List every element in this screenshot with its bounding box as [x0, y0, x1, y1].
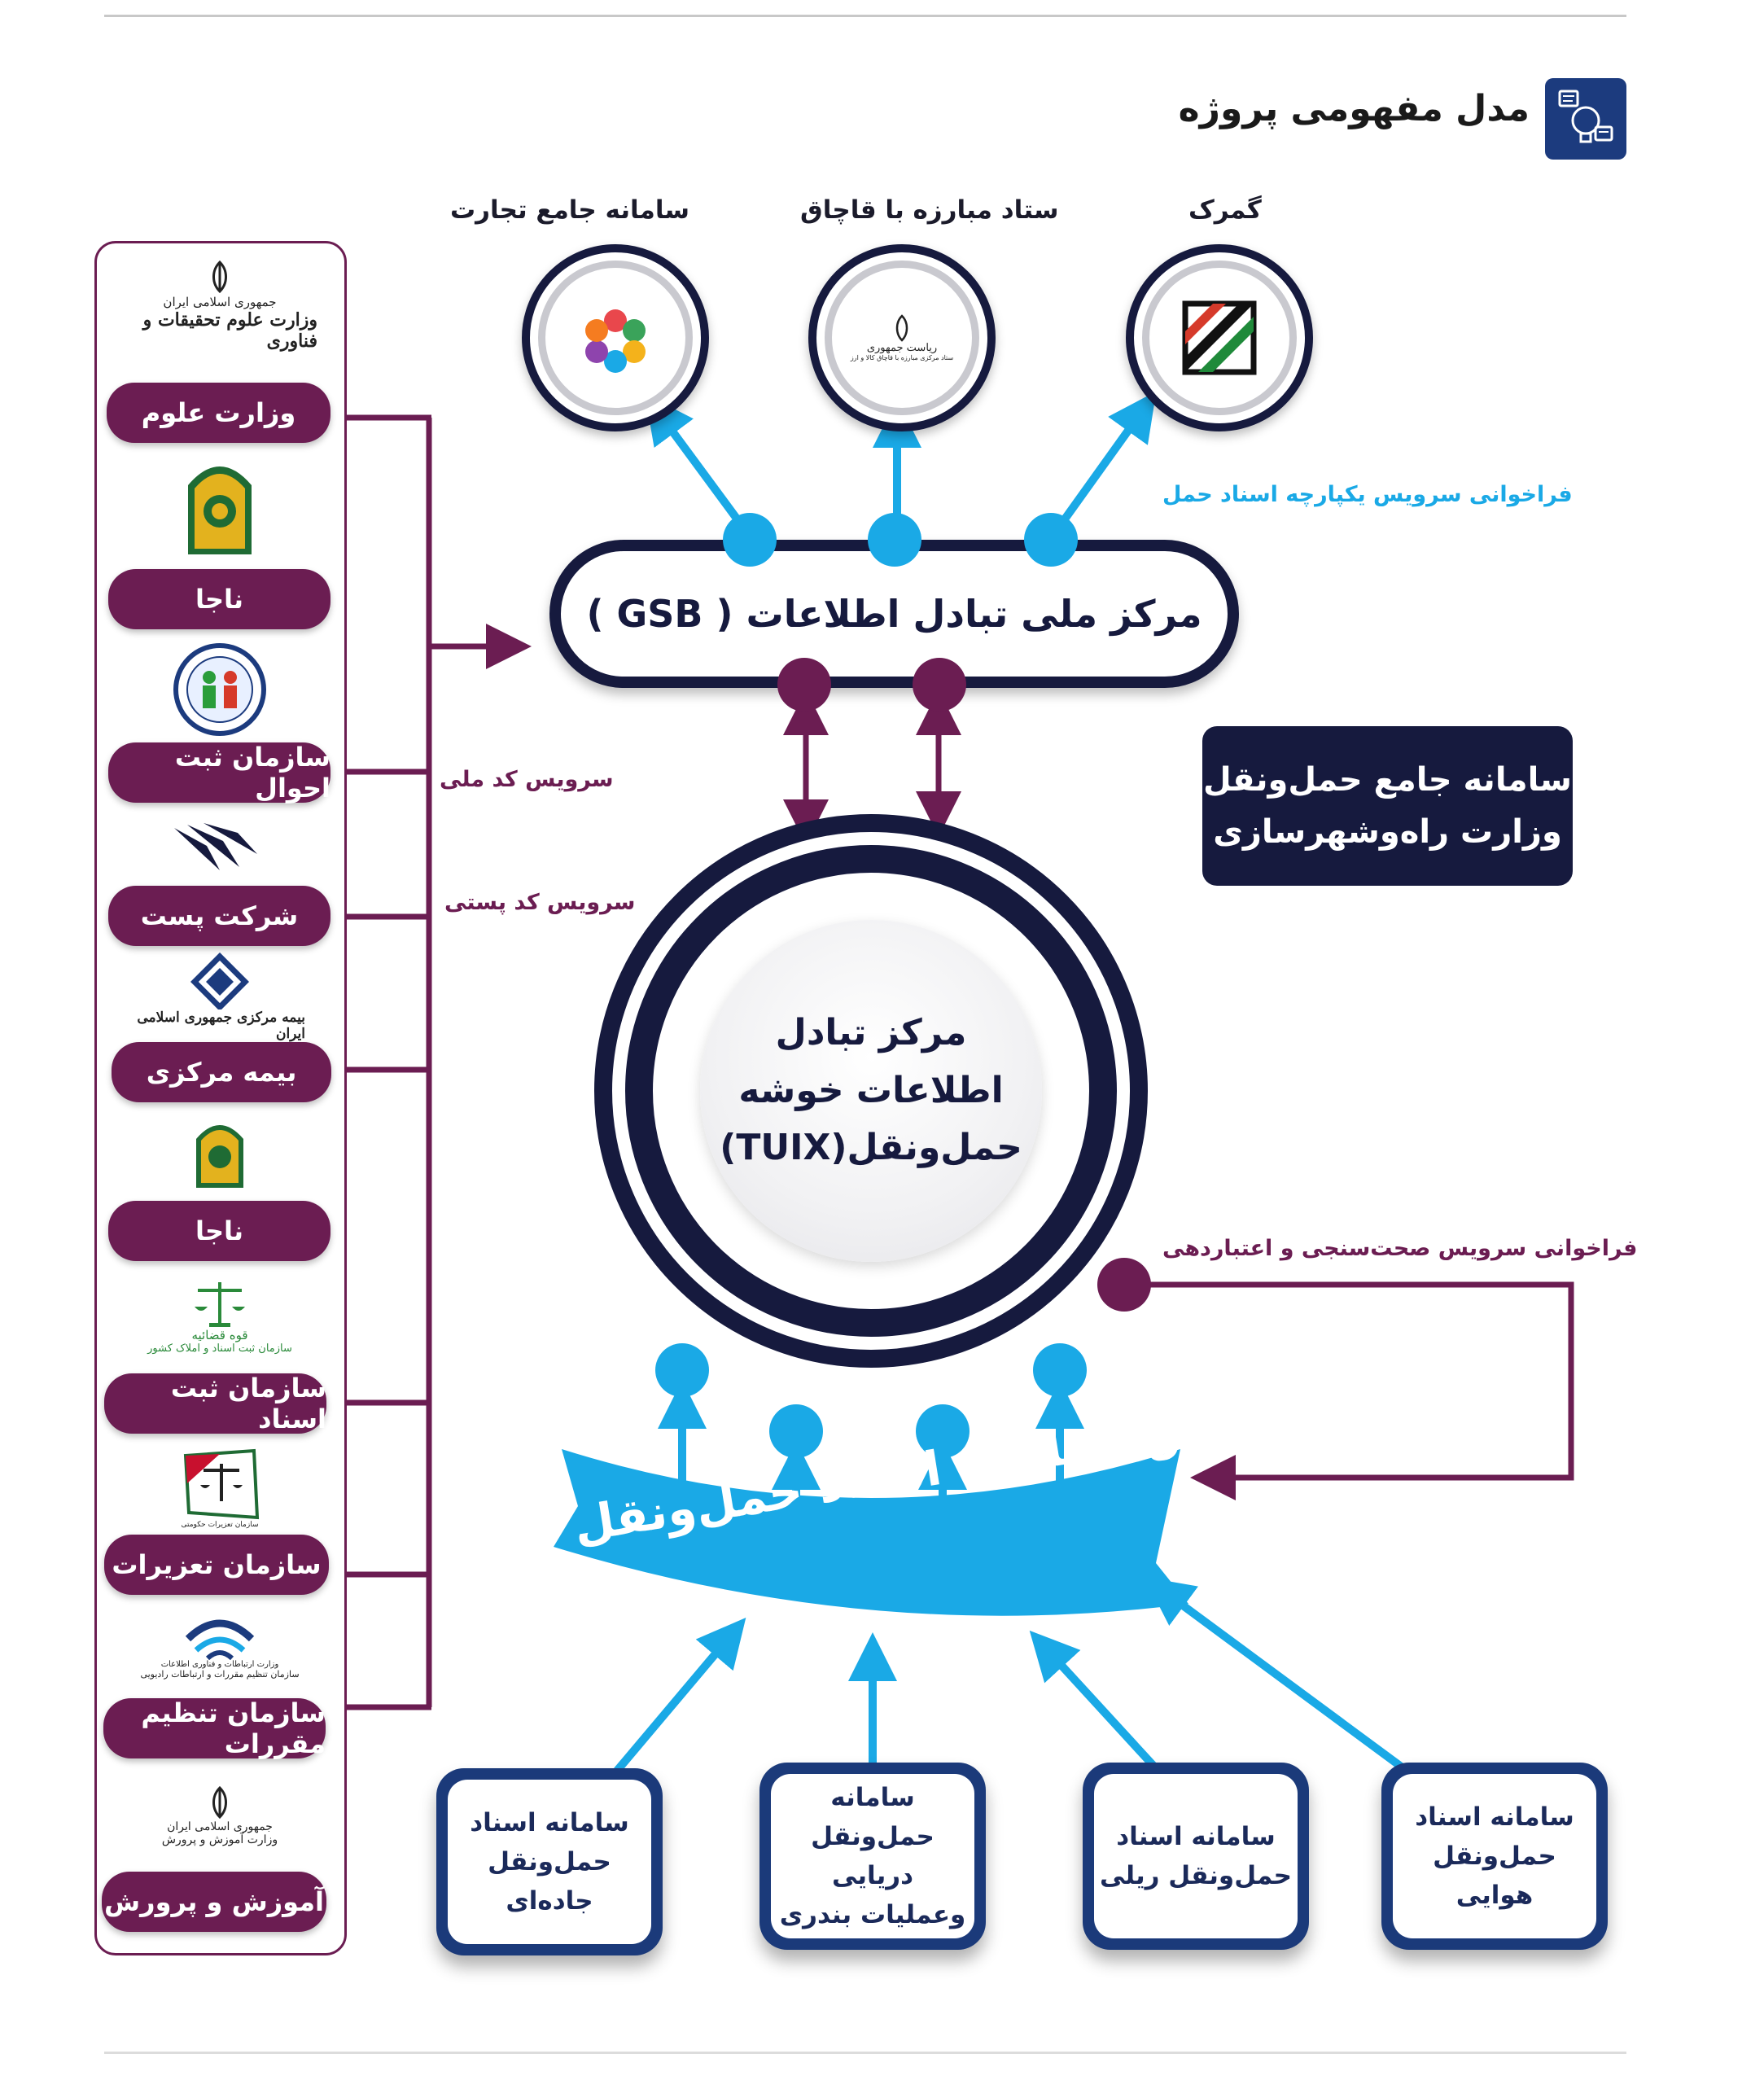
connector-dot: [777, 658, 831, 712]
sidebar-item-central-insurance[interactable]: بیمه مرکزی: [112, 1042, 331, 1102]
connector-dot: [913, 658, 966, 712]
trade-system-logo[interactable]: [522, 244, 709, 431]
sidebar-logo-9: وزارت ارتباطات و فناوری اطلاعات سازمان ت…: [134, 1602, 305, 1692]
scales-icon: [195, 1281, 245, 1327]
civil-registration-icon: [173, 643, 266, 736]
validation-call-label: فراخوانی سرویس صحت‌سنجی و اعتباردهی: [1162, 1236, 1638, 1261]
tuix-line-2: اطلاعات خوشه: [738, 1069, 1004, 1111]
box-line: حمل‌ونقل دریایی: [811, 1821, 935, 1890]
sidebar-item-science[interactable]: وزارت علوم: [107, 383, 330, 443]
maritime-transport-system[interactable]: سامانه حمل‌ونقل دریایی وعملیات بندری: [759, 1763, 986, 1950]
logo-ring: ریاست جمهوری ستاد مرکزی مبارزه با قاچاق …: [825, 261, 979, 415]
insurance-icon: [190, 953, 249, 1009]
sidebar-item-naja[interactable]: ناجا: [108, 569, 330, 629]
sidebar-logo-5: بیمه مرکزی جمهوری اسلامی ایران: [134, 953, 305, 1042]
page-title: مدل مفهومی پروژه: [1178, 88, 1530, 129]
sidebar-item-civil-registration[interactable]: سازمان ثبت احوال: [108, 742, 330, 804]
ministry-box[interactable]: سامانه جامع حمل‌ونقل وزارت راه‌وشهرسازی: [1202, 726, 1573, 886]
air-transport-system[interactable]: سامانه اسناد حمل‌ونقل هوایی: [1381, 1763, 1608, 1950]
emblem-icon: [212, 260, 227, 294]
logo-caption: وزارت آموزش و پرورش: [161, 1833, 278, 1846]
top-entity-label: گمرک: [1188, 195, 1262, 225]
customs-icon: [1182, 300, 1257, 375]
sidebar-logo-10: جمهوری اسلامی ایران وزارت آموزش و پرورش: [134, 1767, 305, 1864]
banner-shape: [554, 1449, 1188, 1616]
box-line: حمل‌ونقل ریلی: [1100, 1861, 1292, 1890]
police-badge-icon: [196, 1125, 243, 1188]
emblem-icon: [212, 1785, 227, 1820]
top-entity-label: سامانه جامع تجارت: [450, 195, 689, 225]
logo-caption: بیمه مرکزی جمهوری اسلامی ایران: [137, 1009, 305, 1042]
logo-caption: وزارت علوم تحقیقات و فناوری: [142, 309, 317, 352]
regulatory-icon: [185, 1619, 255, 1660]
logo-caption: جمهوری اسلامی ایران: [163, 295, 277, 309]
sidebar-logo-8: سازمان تعزیرات حکومتی: [175, 1447, 265, 1529]
tazirat-scales-icon: [183, 1448, 260, 1520]
logo-caption: سازمان تنظیم مقررات و ارتباطات رادیویی: [140, 1669, 300, 1680]
logo-caption: سازمان ثبت اسناد و املاک کشور: [147, 1342, 292, 1355]
box-inner: سامانه حمل‌ونقل دریایی وعملیات بندری: [771, 1774, 974, 1938]
customs-logo[interactable]: [1126, 244, 1313, 431]
road-transport-system[interactable]: سامانه اسناد حمل‌ونقل جاده‌ای: [436, 1768, 663, 1955]
sidebar-item-education[interactable]: آموزش و پرورش: [102, 1872, 326, 1932]
logo-caption: سازمان تعزیرات حکومتی: [181, 1521, 259, 1529]
connector-dot: [769, 1404, 823, 1458]
logo-ring: [538, 261, 693, 415]
call-integrated-service-label: فراخوانی سرویس یکپارچه اسناد حمل: [1162, 482, 1573, 507]
postal-code-service-label: سرویس کد پستی: [444, 890, 636, 915]
sidebar-item-naja-2[interactable]: ناجا: [108, 1201, 330, 1261]
sidebar-item-regulatory[interactable]: سازمان تنظیم مقررات: [103, 1697, 326, 1759]
sidebar-logo-3: [171, 641, 269, 738]
sidebar-logo-4: [167, 816, 265, 881]
logo-ring: [1142, 261, 1297, 415]
connector-dot: [868, 513, 921, 567]
logo-caption: جمهوری اسلامی ایران: [167, 1820, 273, 1833]
post-bird-icon: [174, 823, 257, 870]
connector-dot: [1097, 1258, 1151, 1312]
box-inner: سامانه اسناد حمل‌ونقل ریلی: [1094, 1774, 1298, 1938]
sidebar-logo-6: [187, 1112, 252, 1193]
box-line: سامانه اسناد: [470, 1807, 629, 1837]
anti-smuggling-logo[interactable]: ریاست جمهوری ستاد مرکزی مبارزه با قاچاق …: [808, 244, 996, 431]
top-entity-label: ستاد مبارزه با قاچاق: [800, 195, 1059, 225]
logo-caption: ستاد مرکزی مبارزه با قاچاق کالا و ارز: [850, 354, 954, 361]
tuix-line-1: مرکز تبادل: [775, 1012, 967, 1054]
box-line: حمل‌ونقل جاده‌ای: [488, 1846, 611, 1916]
ministry-line-1: سامانه جامع حمل‌ونقل: [1203, 761, 1572, 799]
sidebar-item-deeds-registration[interactable]: سازمان ثبت اسناد: [104, 1373, 326, 1434]
logo-caption: قوه قضائیه: [191, 1327, 248, 1342]
bottom-divider: [104, 2052, 1626, 2054]
gsb-label: مرکز ملی تبادل اطلاعات ( GSB ): [586, 592, 1202, 636]
box-line: سامانه اسناد: [1116, 1821, 1276, 1851]
sidebar-item-post[interactable]: شرکت پست: [108, 886, 330, 946]
trade-promotion-icon: [585, 309, 646, 373]
national-code-service-label: سرویس کد ملی: [440, 767, 614, 792]
tuix-center[interactable]: مرکز تبادل اطلاعات خوشه حمل‌ونقل(TUIX): [700, 920, 1042, 1262]
tuix-line-3: حمل‌ونقل(TUIX): [720, 1127, 1022, 1169]
header-icon: [1545, 78, 1626, 160]
idea-bulb-icon: [1558, 90, 1613, 143]
box-line: وعملیات بندری: [779, 1900, 966, 1930]
top-divider: [104, 15, 1626, 17]
logo-caption: وزارت ارتباطات و فناوری اطلاعات: [160, 1660, 279, 1669]
box-inner: سامانه اسناد حمل‌ونقل هوایی: [1393, 1774, 1596, 1938]
connector-dot: [1024, 513, 1078, 567]
rail-transport-system[interactable]: سامانه اسناد حمل‌ونقل ریلی: [1083, 1763, 1309, 1950]
police-badge-icon: [188, 466, 252, 554]
box-inner: سامانه اسناد حمل‌ونقل جاده‌ای: [448, 1780, 651, 1944]
box-line: سامانه اسناد: [1415, 1802, 1574, 1832]
connector-dot: [655, 1343, 709, 1397]
sidebar-logo-1: جمهوری اسلامی ایران وزارت علوم تحقیقات و…: [122, 252, 317, 358]
connector-dot: [916, 1404, 970, 1458]
box-line: حمل‌ونقل هوایی: [1433, 1841, 1556, 1911]
logo-caption: ریاست جمهوری: [866, 342, 938, 354]
box-line: سامانه: [830, 1782, 915, 1812]
connector-dot: [723, 513, 777, 567]
sidebar-logo-2: [175, 453, 265, 558]
sidebar-logo-7: قوه قضائیه سازمان ثبت اسناد و املاک کشور: [138, 1263, 301, 1369]
ministry-line-2: وزارت راه‌وشهرسازی: [1213, 813, 1562, 851]
connector-dot: [1033, 1343, 1087, 1397]
sidebar-item-tazirat[interactable]: سازمان تعزیرات: [104, 1535, 329, 1595]
emblem-icon: [895, 314, 908, 342]
